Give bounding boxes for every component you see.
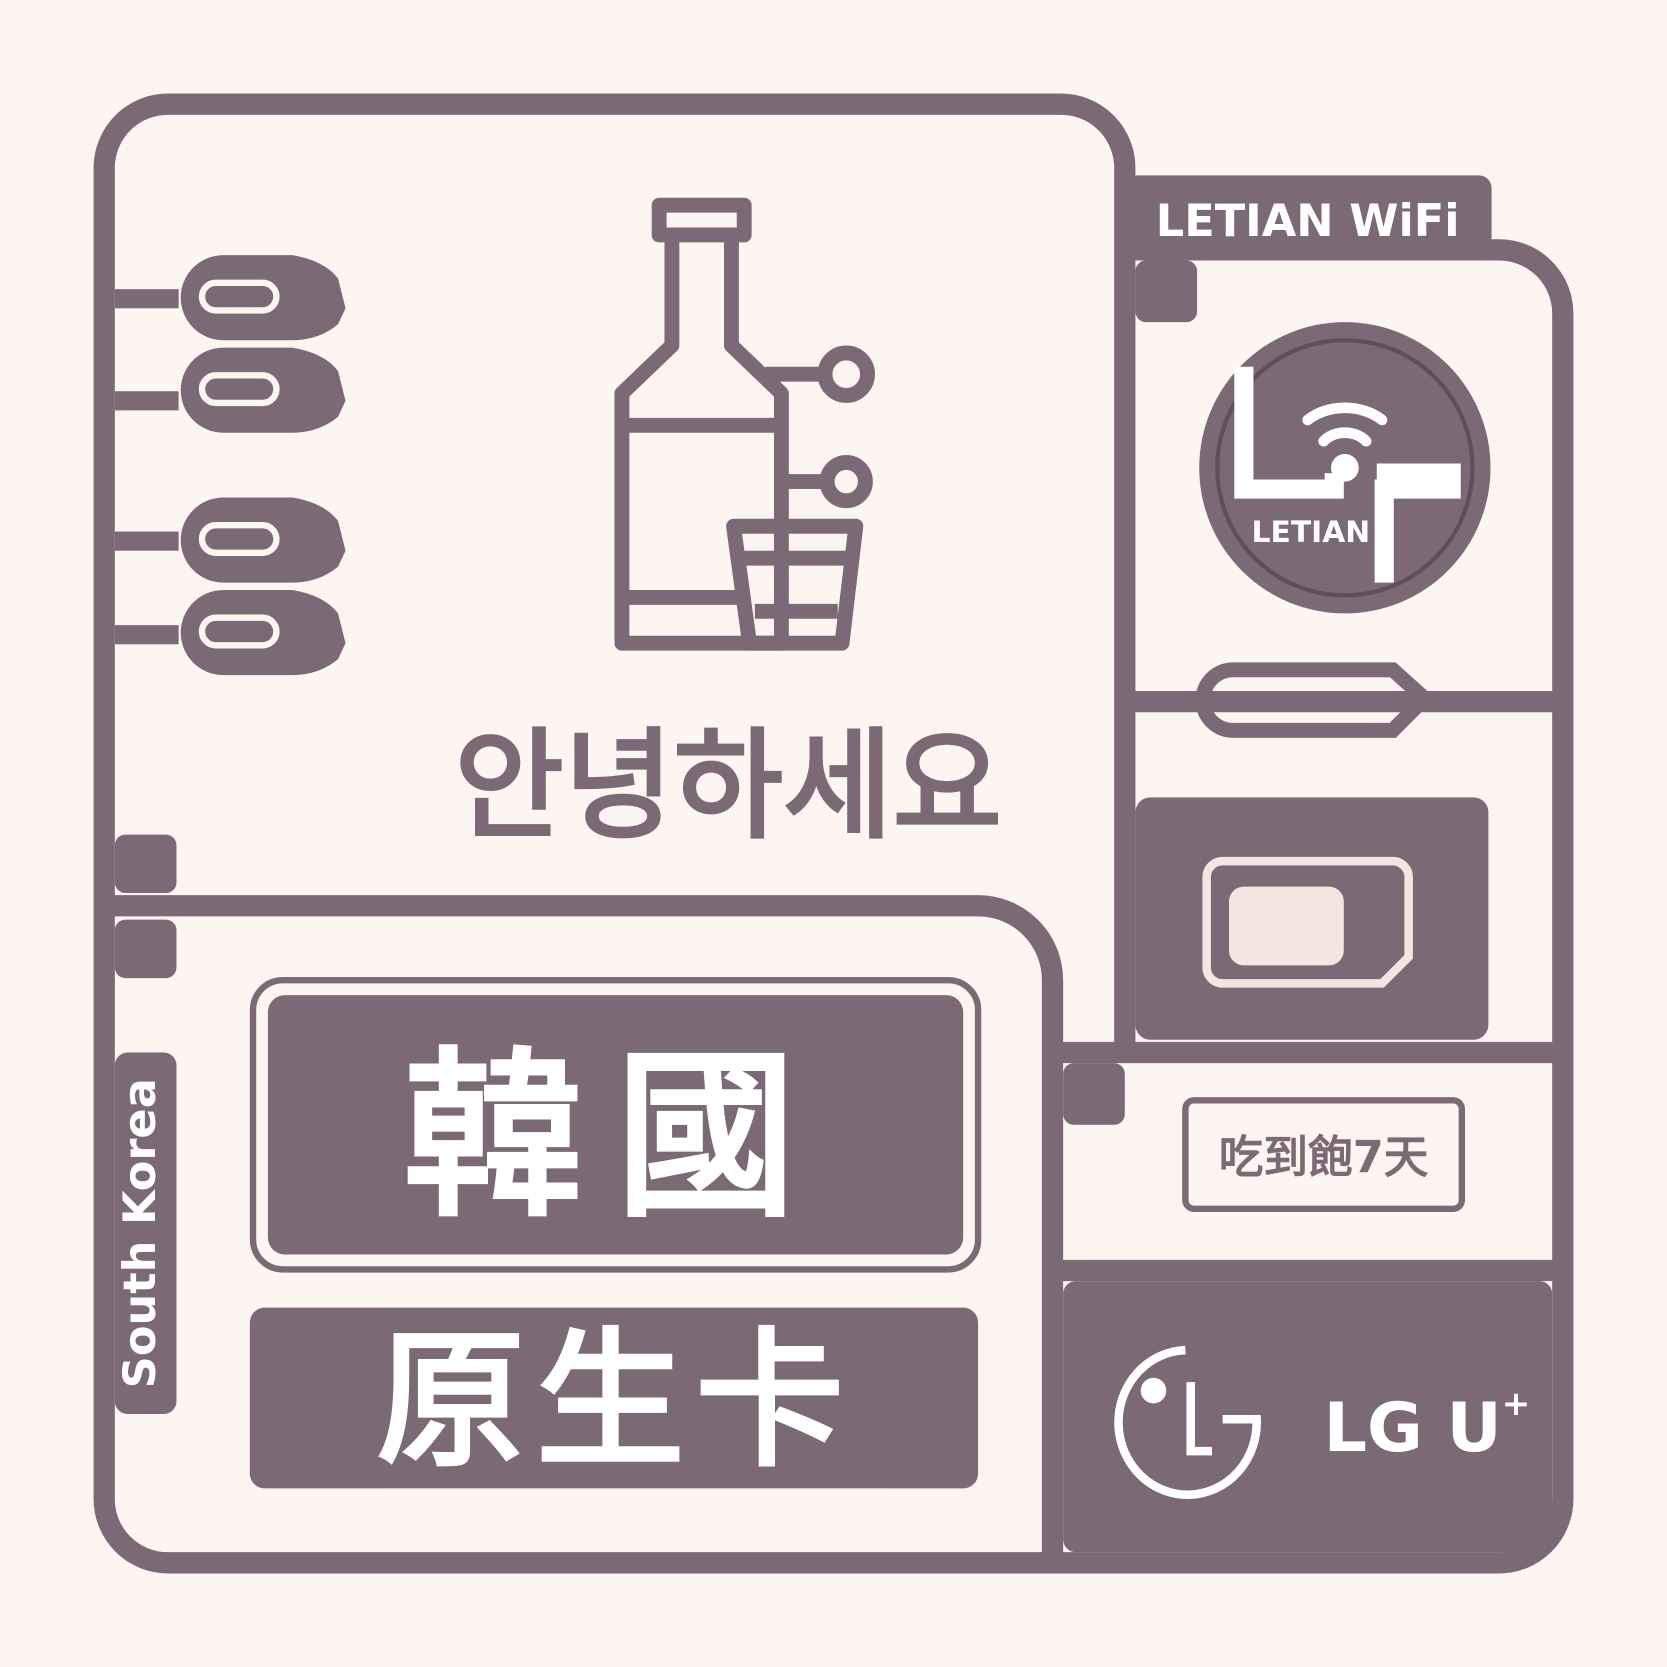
wifi-icon: [1302, 402, 1388, 482]
lg-logo-icon: [1114, 1345, 1261, 1499]
svg-text:LETIAN: LETIAN: [1252, 515, 1371, 550]
skewer-icons: [114, 255, 346, 676]
country-english: South Korea: [114, 1078, 166, 1388]
brand-tab: LETIAN WiFi: [1156, 195, 1460, 247]
carrier-name: LG U+: [1324, 1384, 1531, 1468]
letian-logo: LETIAN: [1199, 322, 1491, 614]
soju-bottle-icon: [614, 197, 875, 651]
skewer-icon: [114, 255, 346, 341]
country-title: 韓國: [403, 1031, 828, 1242]
card-type: 原生卡: [376, 1315, 854, 1488]
plan-badge: 吃到飽7天: [1219, 1132, 1429, 1184]
skewer-icon: [114, 347, 346, 433]
greeting: 안녕하세요: [454, 717, 1002, 856]
divider: [104, 895, 1064, 1563]
skewer-icon: [114, 590, 346, 676]
shot-glass-icon: [726, 518, 864, 651]
skewer-icon: [114, 497, 346, 583]
sim-card-icon: [1202, 856, 1413, 988]
sim-eject-pin-icon: [1195, 662, 1436, 738]
